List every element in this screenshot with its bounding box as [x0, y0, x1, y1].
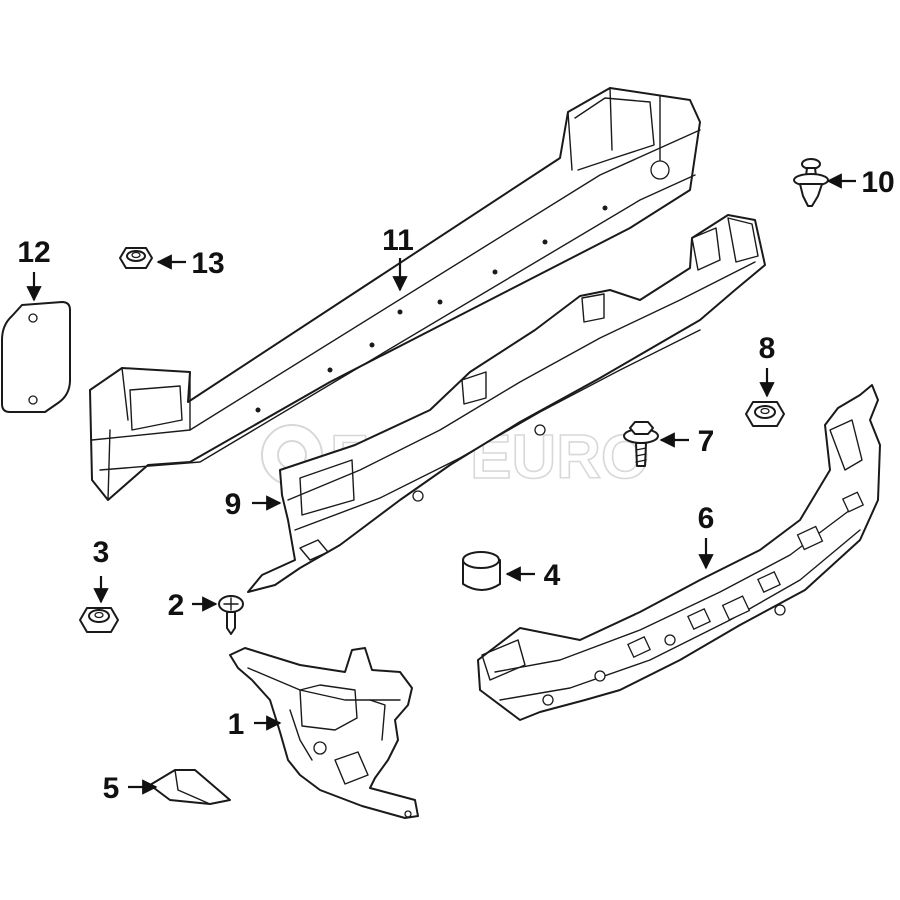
callout-4: 4 [544, 559, 561, 592]
leader-lines [26, 173, 856, 795]
part-4-bumper-stop[interactable] [462, 551, 501, 591]
part-9-energy-absorber[interactable] [247, 214, 766, 593]
callout-labels: 12 13 11 10 8 7 9 6 4 3 2 1 5 [17, 166, 894, 805]
callout-1: 1 [228, 708, 245, 741]
callout-6: 6 [698, 502, 715, 535]
part-2-screw[interactable] [218, 595, 244, 635]
part-3-nut[interactable] [79, 607, 119, 633]
part-8-nut[interactable] [745, 401, 785, 427]
part-13-nut[interactable] [119, 247, 153, 269]
callout-11: 11 [382, 224, 414, 257]
callout-8: 8 [759, 332, 776, 365]
callout-12: 12 [17, 236, 50, 269]
part-7-bolt[interactable] [623, 421, 659, 467]
part-5-cover[interactable] [149, 769, 231, 805]
part-6-bumper-carrier[interactable] [477, 384, 881, 721]
callout-13: 13 [191, 247, 224, 280]
callout-7: 7 [698, 425, 715, 458]
part-1-bracket[interactable] [229, 647, 419, 819]
callout-5: 5 [103, 772, 120, 805]
callout-3: 3 [93, 536, 110, 569]
callout-10: 10 [861, 166, 894, 199]
part-10-push-clip[interactable] [793, 158, 829, 207]
part-12-cover-plate[interactable] [1, 301, 71, 413]
callout-9: 9 [225, 488, 242, 521]
callout-2: 2 [168, 589, 185, 622]
part-11-bumper-reinforcement[interactable] [89, 87, 701, 501]
